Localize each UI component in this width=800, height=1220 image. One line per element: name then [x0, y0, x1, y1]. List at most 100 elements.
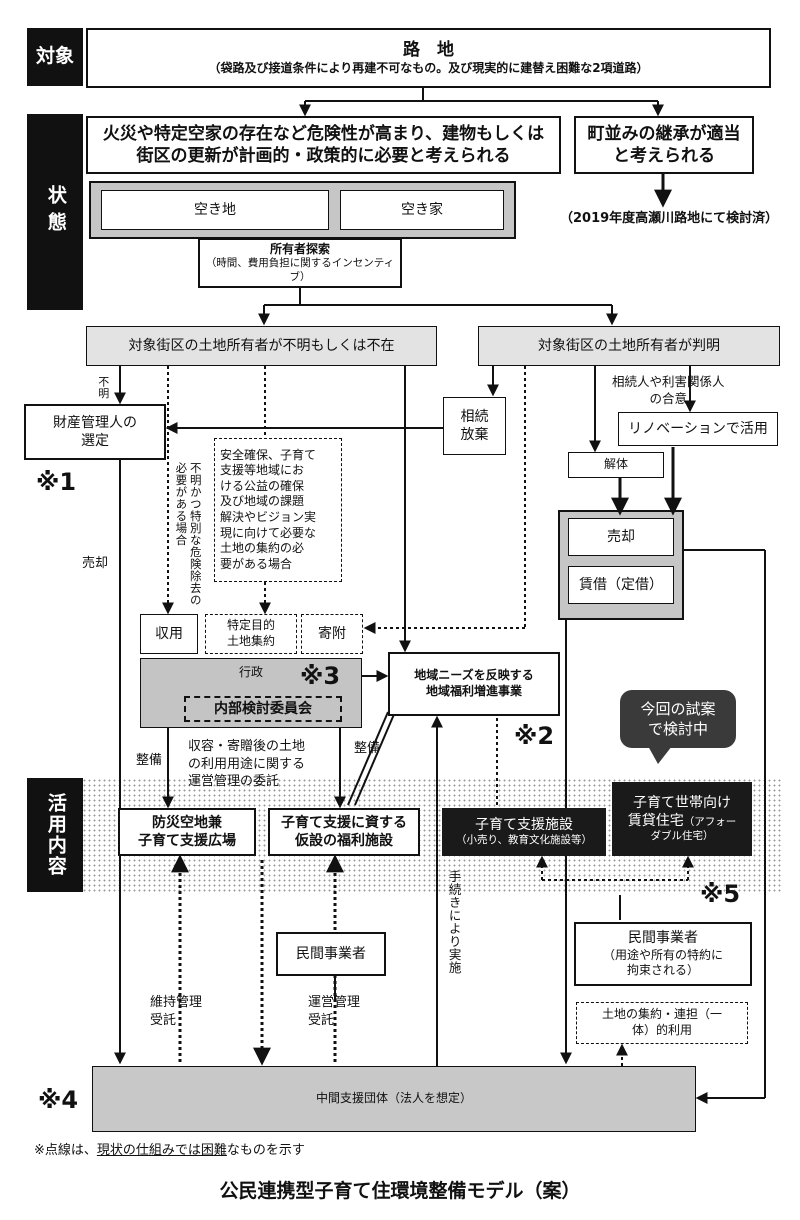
- public-interest-line-2: ける公益の確保: [220, 478, 305, 493]
- public-interest-line-4: 解決やビジョン実: [220, 510, 317, 524]
- regional-welfare-line1: 地域ニーズを反映する: [414, 668, 534, 683]
- family-housing-line1: 子育て世帯向け: [633, 794, 731, 811]
- land-integration-line2: 体）的利用: [631, 1023, 692, 1037]
- side-label-state: 状態: [27, 114, 83, 310]
- side-label-target: 対象: [27, 28, 83, 86]
- owner-unknown-label: 対象街区の土地所有者が不明もしくは不在: [128, 337, 395, 354]
- maintenance-line2: 受託: [150, 1013, 177, 1029]
- improvement-right: 整備: [354, 741, 381, 756]
- owner-search-box: 所有者探索 （時間、費用負担に関するインセンティブ）: [198, 238, 402, 288]
- unknown-mark: 不明: [96, 376, 110, 399]
- public-interest-line-7: 要がある場合: [220, 556, 293, 571]
- caption: 公民連携型子育て住環境整備モデル（案）: [219, 1180, 581, 1202]
- public-interest-line-3: 及び地域の課題: [220, 494, 305, 509]
- special-purpose-line1: 特定目的: [226, 618, 275, 633]
- disaster-plaza-line1: 防災空地兼: [152, 814, 222, 831]
- footnote: ※点線は、現状の仕組みでは困難なものを示す: [34, 1142, 305, 1160]
- footnote-suffix: なものを示す: [226, 1143, 305, 1158]
- property-admin-line1: 財産管理人の: [53, 414, 137, 431]
- renovation-box: リノベーションで活用: [618, 412, 778, 446]
- side-label-use-text: 活用内容: [44, 793, 67, 877]
- special-purpose-line2: 土地集約: [226, 634, 275, 648]
- family-housing-main: 賃貸住宅: [627, 813, 684, 830]
- regional-welfare-line2: 地域福利増進事業: [425, 684, 522, 698]
- footnote-underlined: 現状の仕組みでは困難: [96, 1143, 227, 1158]
- townscape-note: （2019年度高瀬川路地にて検討済）: [560, 211, 779, 226]
- inheritance-waiver-line1: 相続: [460, 408, 489, 425]
- note-3: ※3: [300, 662, 341, 690]
- inheritance-waiver-box: 相続 放棄: [443, 397, 506, 455]
- road-subtitle: （袋路及び接道条件により再建不可なもの。及び現実的に建替え困難な2項道路）: [208, 61, 649, 76]
- side-label-use: 活用内容: [27, 778, 83, 892]
- public-interest-line-5: 現に向けて必要な: [220, 525, 317, 540]
- family-housing-line2: 賃貸住宅（アフォー: [628, 812, 737, 830]
- family-housing-small: （アフォー: [683, 816, 737, 829]
- property-admin-line2: 選定: [81, 433, 109, 449]
- road-title: 路 地: [403, 40, 454, 61]
- temp-welfare-box: 子育て支援に資する 仮設の福利施設: [268, 808, 420, 856]
- temp-welfare-line2: 仮設の福利施設: [295, 833, 393, 849]
- owner-known-box: 対象街区の土地所有者が判明: [478, 326, 780, 366]
- childcare-facility-line1: 子育て支援施設: [475, 817, 573, 834]
- proposal-bubble-tail: [648, 746, 672, 764]
- expropriation-label: 収用: [155, 625, 183, 642]
- procedure-text: 手続きにより実施: [446, 870, 462, 974]
- internal-committee-box: 内部検討委員会: [184, 696, 342, 722]
- childcare-facility-box: 子育て支援施設 （小売り、教育文化施設等）: [442, 808, 606, 856]
- inheritance-waiver-line2: 放棄: [460, 427, 489, 443]
- public-interest-line-1: 支援等地域にお: [220, 463, 305, 478]
- post-acquisition-line-0: 収容・寄贈後の土地: [188, 739, 306, 754]
- owner-known-label: 対象街区の土地所有者が判明: [538, 337, 720, 354]
- public-interest-box: 安全確保、子育て 支援等地域にお ける公益の確保 及び地域の課題 解決やビジョン…: [214, 438, 342, 582]
- regional-welfare-box: 地域ニーズを反映する 地域福利増進事業: [388, 652, 560, 716]
- land-integration-box: 土地の集約・連担（一 体）的利用: [576, 1002, 748, 1044]
- owner-search-title: 所有者探索: [269, 241, 330, 256]
- demolition-box: 解体: [568, 452, 664, 478]
- special-purpose-box: 特定目的 土地集約: [205, 614, 297, 654]
- proposal-line2: で検討中: [647, 720, 708, 738]
- danger-line1: 火災や特定空家の存在など危険性が高まり、建物もしくは: [102, 123, 545, 144]
- operation-line2: 受託: [308, 1013, 335, 1029]
- owner-unknown-box: 対象街区の土地所有者が不明もしくは不在: [86, 326, 437, 366]
- owner-search-sub: （時間、費用負担に関するインセンティブ）: [205, 257, 395, 283]
- property-admin-box: 財産管理人の 選定: [24, 404, 166, 460]
- private-operator-box: 民間事業者: [276, 932, 386, 976]
- public-interest-line-6: 土地の集約の必: [220, 541, 305, 556]
- special-danger-text: 不明かつ特別な危険除去の必要がある場合: [174, 462, 203, 606]
- internal-committee-label: 内部検討委員会: [214, 700, 312, 717]
- heirs-agreement: 相続人や利害関係人 の合意: [612, 374, 725, 408]
- family-housing-small2: ダブル住宅）: [650, 830, 714, 843]
- townscape-box: 町並みの継承が適当 と考えられる: [574, 116, 754, 174]
- improvement-left: 整備: [136, 753, 163, 768]
- post-acquisition-line-2: 運営管理の委託: [188, 774, 280, 790]
- expropriation-box: 収用: [140, 614, 198, 654]
- road-box: 路 地 （袋路及び接道条件により再建不可なもの。及び現実的に建替え困難な2項道路…: [86, 28, 771, 88]
- proposal-line1: 今回の試案: [640, 699, 716, 718]
- note-2: ※2: [514, 722, 555, 750]
- land-integration-line1: 土地の集約・連担（一: [601, 1007, 722, 1022]
- sale-label: 売却: [82, 556, 109, 571]
- vacant-land-box: 空き地: [101, 190, 329, 230]
- private-operator2-line3: 拘束される）: [626, 963, 699, 978]
- operation-line1: 運営管理: [308, 995, 361, 1010]
- intermediary-label: 中間支援団体（法人を想定）: [315, 1091, 472, 1106]
- lease-label: 賃借（定借）: [579, 576, 663, 593]
- donation-label: 寄附: [318, 625, 346, 642]
- maintenance-line1: 維持管理: [150, 995, 203, 1010]
- danger-box: 火災や特定空家の存在など危険性が高まり、建物もしくは 街区の更新が計画的・政策的…: [86, 116, 561, 174]
- disaster-plaza-line2: 子育て支援広場: [138, 833, 236, 849]
- note-5: ※5: [700, 880, 741, 908]
- public-interest-line-0: 安全確保、子育て: [220, 447, 317, 462]
- private-operator2-title: 民間事業者: [628, 930, 698, 947]
- private-operator-label: 民間事業者: [296, 945, 366, 962]
- note-4: ※4: [38, 1086, 79, 1114]
- private-operator2-box: 民間事業者 （用途や所有の特約に 拘束される）: [574, 922, 752, 986]
- side-label-target-text: 対象: [35, 45, 74, 68]
- family-housing-box: 子育て世帯向け 賃貸住宅（アフォー ダブル住宅）: [612, 782, 752, 856]
- vacant-house-box: 空き家: [340, 190, 504, 230]
- donation-box: 寄附: [301, 614, 363, 654]
- vacant-house-label: 空き家: [401, 201, 443, 218]
- post-acquisition-line-1: の利用用途に関する: [188, 756, 306, 772]
- townscape-line1: 町並みの継承が適当: [587, 123, 741, 144]
